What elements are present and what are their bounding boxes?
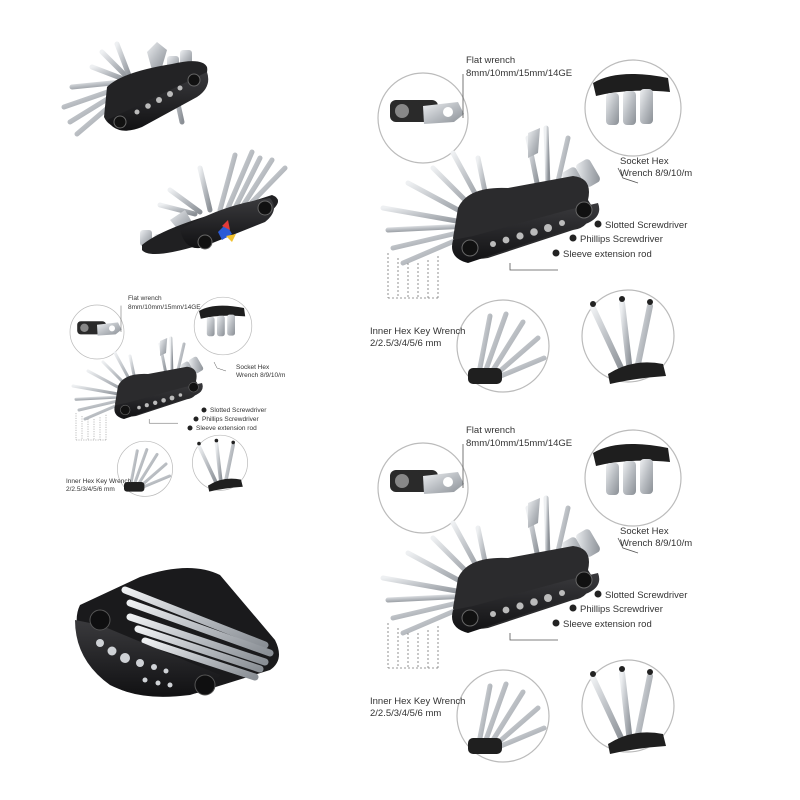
small-label-hex-1: Inner Hex Key Wrench xyxy=(66,478,132,485)
label-hex-2: 2/2.5/3/4/5/6 mm xyxy=(370,338,441,349)
label-flat-wrench-1-b: Flat wrench xyxy=(466,425,515,436)
label-hex-1: Inner Hex Key Wrench xyxy=(370,326,465,337)
label-sleeve-b: Sleeve extension rod xyxy=(563,619,652,630)
label-slotted: Slotted Screwdriver xyxy=(605,220,687,231)
small-label-socket-2: Wrench 8/9/10/m xyxy=(236,372,285,379)
label-socket-1: Socket Hex xyxy=(620,156,669,167)
label-slotted-b: Slotted Screwdriver xyxy=(605,590,687,601)
small-label-slotted: Slotted Screwdriver xyxy=(210,407,267,414)
multitool-photo-open-side xyxy=(140,149,288,254)
label-socket-1-b: Socket Hex xyxy=(620,526,669,537)
label-flat-wrench-1: Flat wrench xyxy=(466,55,515,66)
small-label-flat-wrench-1: Flat wrench xyxy=(128,295,162,302)
feature-diagram-large-bottom: Flat wrench 8mm/10mm/15mm/14GE Socket He… xyxy=(370,425,692,762)
label-socket-2-b: Wrench 8/9/10/m xyxy=(620,538,692,549)
small-label-phillips: Phillips Screwdriver xyxy=(202,416,260,423)
label-socket-2: Wrench 8/9/10/m xyxy=(620,168,692,179)
label-sleeve: Sleeve extension rod xyxy=(563,249,652,260)
small-label-sleeve: Sleeve extension rod xyxy=(196,425,257,432)
small-label-socket-1: Socket Hex xyxy=(236,364,270,371)
feature-diagram-small: Flat wrench 8mm/10mm/15mm/14GE Socket He… xyxy=(66,295,285,499)
label-flat-wrench-2-b: 8mm/10mm/15mm/14GE xyxy=(466,438,572,449)
feature-diagram-large-top: Flat wrench 8mm/10mm/15mm/14GE Socket He… xyxy=(370,55,692,392)
small-label-flat-wrench-2: 8mm/10mm/15mm/14GE xyxy=(128,304,201,311)
label-phillips-b: Phillips Screwdriver xyxy=(580,604,663,615)
label-hex-2-b: 2/2.5/3/4/5/6 mm xyxy=(370,708,441,719)
multitool-photo-open xyxy=(64,42,208,134)
multitool-photo-folded xyxy=(75,567,280,697)
label-phillips: Phillips Screwdriver xyxy=(580,234,663,245)
label-flat-wrench-2: 8mm/10mm/15mm/14GE xyxy=(466,68,572,79)
small-label-hex-2: 2/2.5/3/4/5/6 mm xyxy=(66,486,115,493)
label-hex-1-b: Inner Hex Key Wrench xyxy=(370,696,465,707)
